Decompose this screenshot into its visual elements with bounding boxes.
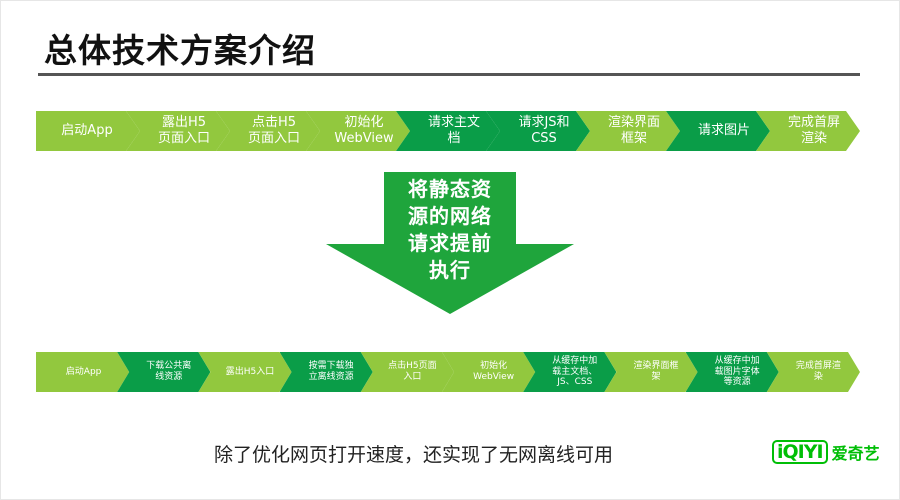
flow-step: 从缓存中加 载图片字体 等资源 <box>686 352 779 392</box>
flow-step: 请求JS和 CSS <box>486 111 590 151</box>
logo-mark: iQIYI <box>772 440 828 464</box>
flow-step: 完成首屏渲 染 <box>767 352 860 392</box>
flow-step: 完成首屏 渲染 <box>756 111 860 151</box>
flow-step: 渲染界面框 架 <box>604 352 697 392</box>
flow-step: 请求图片 <box>666 111 770 151</box>
flow-step: 请求主文 档 <box>396 111 500 151</box>
center-down-arrow: 将静态资 源的网络 请求提前 执行 <box>320 172 580 318</box>
flow-step: 点击H5 页面入口 <box>216 111 320 151</box>
flow-step: 从缓存中加 载主文档、 JS、CSS <box>523 352 616 392</box>
flow-step: 初始化 WebView <box>306 111 410 151</box>
logo-text: 爱奇艺 <box>831 444 880 463</box>
flow-step: 启动App <box>36 111 140 151</box>
center-arrow-label: 将静态资 源的网络 请求提前 执行 <box>408 177 492 282</box>
flow-step: 按需下载独 立离线资源 <box>280 352 373 392</box>
flow-step: 露出H5入口 <box>198 352 291 392</box>
flow-step: 初始化 WebView <box>442 352 535 392</box>
slide-title: 总体技术方案介绍 <box>44 31 316 70</box>
flow-step: 渲染界面 框架 <box>576 111 680 151</box>
title-divider <box>38 73 860 76</box>
flow-step: 露出H5 页面入口 <box>126 111 230 151</box>
down-arrow-icon <box>326 172 574 314</box>
footer-caption: 除了优化网页打开速度，还实现了无网离线可用 <box>214 444 614 466</box>
iqiyi-logo: iQIYI 爱奇艺 <box>772 440 880 464</box>
flow-step: 点击H5页面 入口 <box>361 352 454 392</box>
flow-step: 启动App <box>36 352 129 392</box>
flow-step: 下载公共离 线资源 <box>117 352 210 392</box>
